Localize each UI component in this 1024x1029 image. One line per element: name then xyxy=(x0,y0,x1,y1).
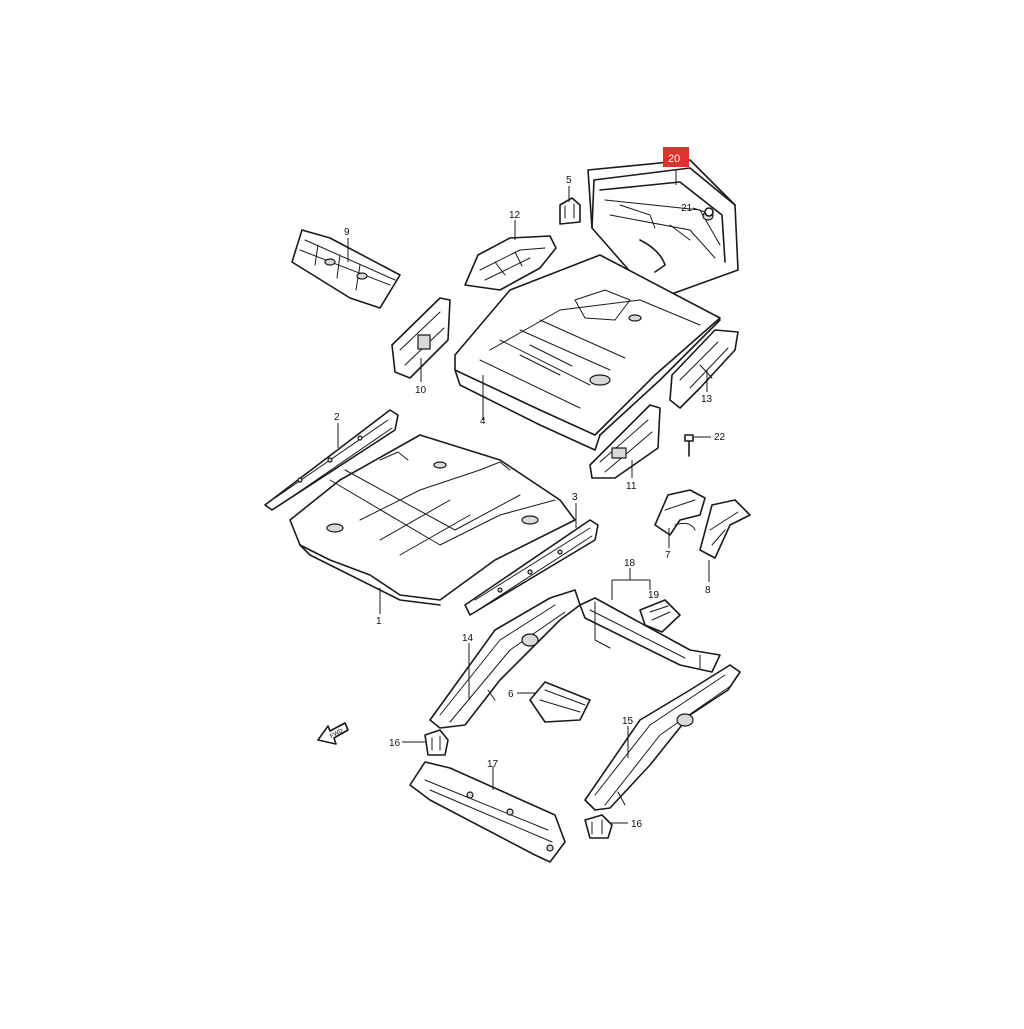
part-9-front-crossmember[interactable] xyxy=(291,229,401,309)
label-part-16a[interactable]: 16 xyxy=(389,738,401,749)
part-22-bolt[interactable] xyxy=(684,434,694,457)
label-part-20[interactable]: 20 xyxy=(668,153,680,165)
part-5-bracket[interactable] xyxy=(559,197,581,225)
label-part-12[interactable]: 12 xyxy=(509,210,521,221)
part-8-bracket[interactable] xyxy=(699,499,751,559)
part-20-highlight-box xyxy=(663,147,689,167)
label-part-18[interactable]: 18 xyxy=(624,558,636,569)
part-number-labels: 9 12 5 20 21 10 4 13 11 22 2 3 1 7 8 18 … xyxy=(334,153,726,830)
part-10-side-bracket[interactable] xyxy=(391,297,451,379)
part-15-right-frame-rail[interactable] xyxy=(584,664,741,811)
label-part-7[interactable]: 7 xyxy=(665,550,671,561)
label-part-15[interactable]: 15 xyxy=(622,716,634,727)
label-part-13[interactable]: 13 xyxy=(701,394,713,405)
part-3-right-sill[interactable] xyxy=(464,519,599,616)
part-12-inner-panel[interactable] xyxy=(464,235,557,291)
label-part-17[interactable]: 17 xyxy=(487,759,499,770)
part-2-left-sill[interactable] xyxy=(264,409,399,511)
part-1-front-floor-pan[interactable] xyxy=(289,434,576,606)
label-part-3[interactable]: 3 xyxy=(572,492,578,503)
label-part-5[interactable]: 5 xyxy=(566,175,572,186)
label-part-11[interactable]: 11 xyxy=(626,481,637,492)
part-6-plate[interactable] xyxy=(529,681,591,723)
label-part-9[interactable]: 9 xyxy=(344,227,350,238)
part-16b-bracket[interactable] xyxy=(584,814,613,839)
part-11-side-bracket[interactable] xyxy=(589,404,661,479)
label-part-4[interactable]: 4 xyxy=(480,416,486,427)
part-17-lower-crossmember[interactable] xyxy=(409,761,566,863)
front-direction-arrow: FWD xyxy=(317,722,349,745)
part-13-rear-side-member[interactable] xyxy=(669,329,739,409)
label-part-8[interactable]: 8 xyxy=(705,585,711,596)
part-16a-bracket[interactable] xyxy=(424,729,449,756)
leader-lines xyxy=(337,170,711,824)
part-14-left-frame-rail[interactable] xyxy=(429,589,581,729)
label-part-19[interactable]: 19 xyxy=(648,590,660,601)
label-part-6[interactable]: 6 xyxy=(508,689,514,700)
part-7-bracket[interactable] xyxy=(654,489,706,536)
label-part-14[interactable]: 14 xyxy=(462,633,474,644)
label-part-16b[interactable]: 16 xyxy=(631,819,643,830)
part-4-rear-floor-pan[interactable] xyxy=(454,254,721,451)
part-21-bolt[interactable] xyxy=(704,207,714,217)
label-part-21[interactable]: 21 xyxy=(681,203,693,214)
label-part-2[interactable]: 2 xyxy=(334,412,340,423)
label-part-22[interactable]: 22 xyxy=(714,432,726,443)
label-part-10[interactable]: 10 xyxy=(415,385,427,396)
label-part-1[interactable]: 1 xyxy=(376,616,382,627)
part-18-rear-frame[interactable] xyxy=(579,597,721,673)
part-19-bracket[interactable] xyxy=(639,599,681,633)
